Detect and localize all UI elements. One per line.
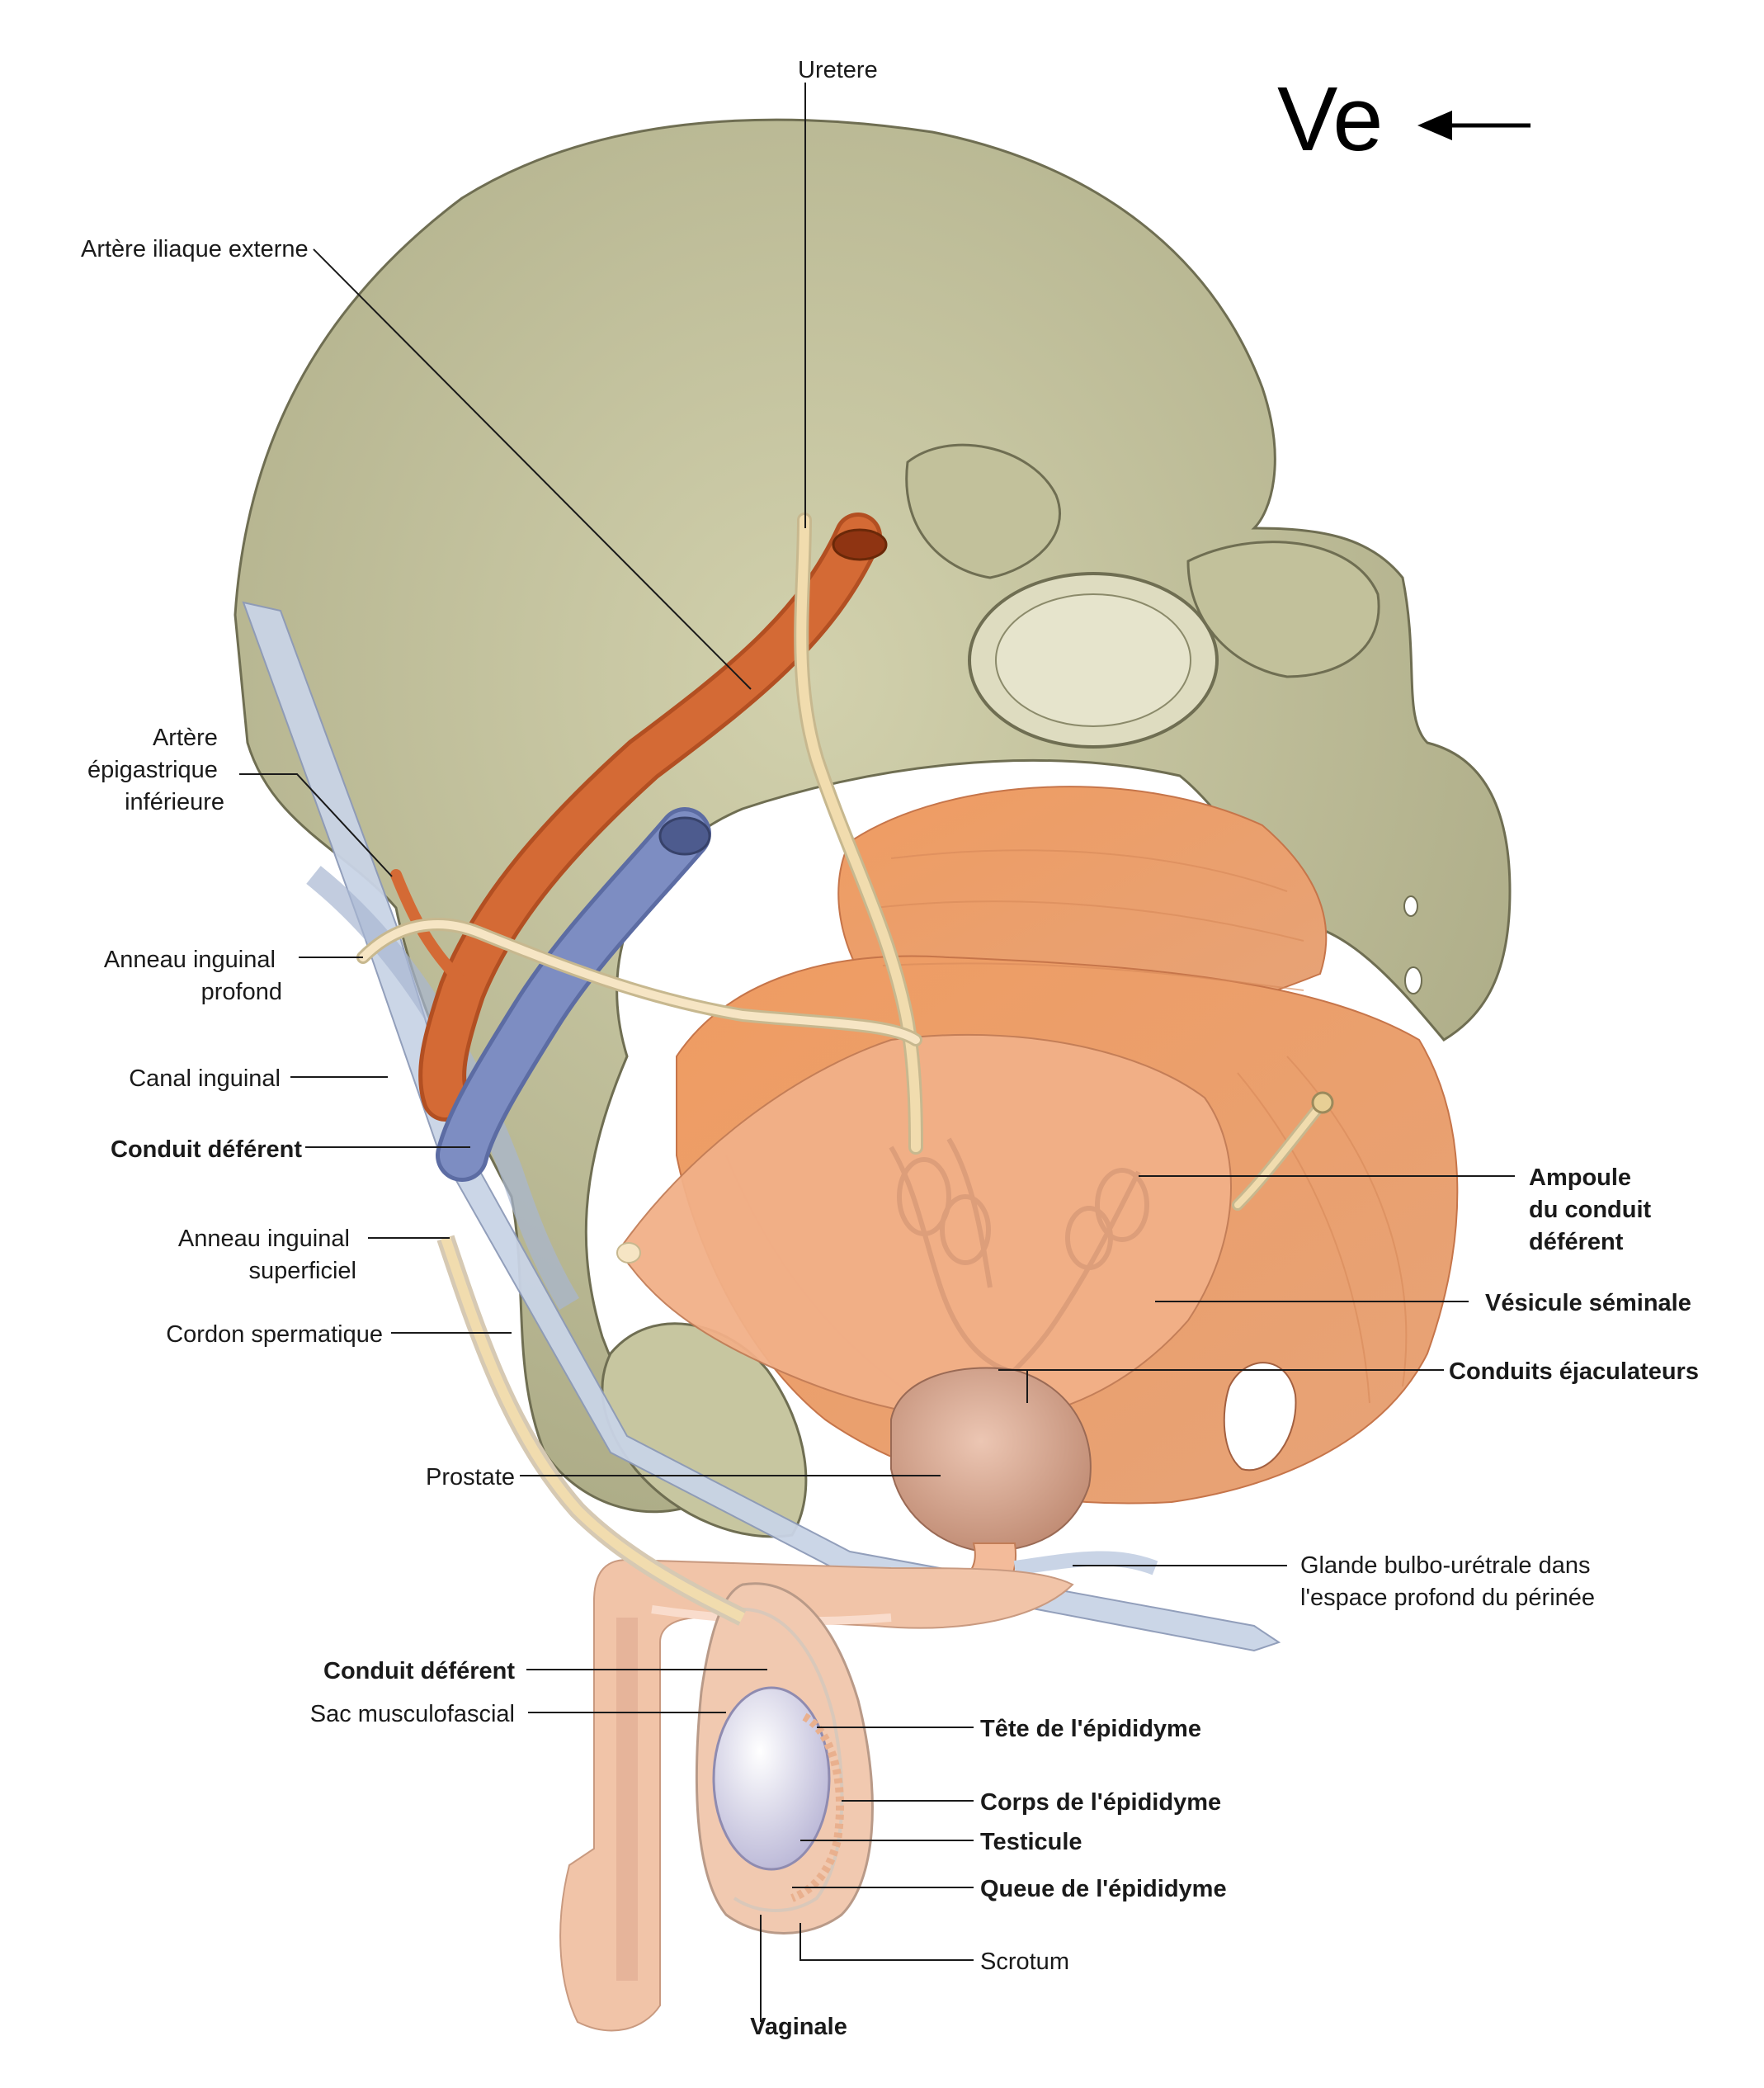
label-artere-epigastrique: Artère épigastrique inférieure [87, 725, 224, 815]
label-conduit-deferent-bottom: Conduit déférent [323, 1658, 515, 1684]
seminal-vesicles [889, 1137, 1149, 1377]
label-testicule: Testicule [980, 1829, 1082, 1855]
epididymis [790, 1712, 845, 1902]
illustration [233, 118, 1512, 2032]
label-prostate: Prostate [426, 1464, 515, 1490]
label-scrotum: Scrotum [980, 1949, 1069, 1975]
testis [712, 1686, 831, 1871]
label-tete-epididyme: Tête de l'épididyme [980, 1716, 1201, 1742]
label-vesicule-seminale: Vésicule séminale [1485, 1290, 1691, 1316]
label-sac-musculofascial: Sac musculofascial [310, 1701, 515, 1727]
label-uretere: Uretere [798, 57, 878, 83]
label-vaginale: Vaginale [750, 2014, 847, 2040]
prostate [890, 1367, 1092, 1553]
label-artere-iliaque-externe: Artère iliaque externe [81, 236, 309, 262]
leader-lines [239, 83, 1515, 2022]
arrowhead-icon [1417, 111, 1452, 140]
label-conduits-ejaculateurs: Conduits éjaculateurs [1449, 1358, 1699, 1385]
label-conduit-deferent-top: Conduit déférent [111, 1136, 302, 1163]
label-glande-bulbo: Glande bulbo-urétrale dans l'espace prof… [1300, 1552, 1597, 1611]
label-anneau-inguinal-superficiel: Anneau inguinal superficiel [178, 1226, 356, 1284]
orientation-indicator: Ve [1277, 68, 1531, 170]
label-cordon-spermatique: Cordon spermatique [166, 1321, 383, 1348]
label-corps-epididyme: Corps de l'épididyme [980, 1789, 1221, 1816]
labels: Uretere Artère iliaque externe Artère ép… [81, 57, 1699, 2040]
label-canal-inguinal: Canal inguinal [129, 1065, 281, 1092]
penis [559, 1558, 1074, 2032]
label-ampoule: Ampoule du conduit déférent [1529, 1164, 1658, 1255]
orientation-label: Ve [1277, 68, 1383, 170]
label-queue-epididyme: Queue de l'épididyme [980, 1876, 1227, 1902]
label-anneau-inguinal-profond: Anneau inguinal profond [104, 947, 282, 1005]
